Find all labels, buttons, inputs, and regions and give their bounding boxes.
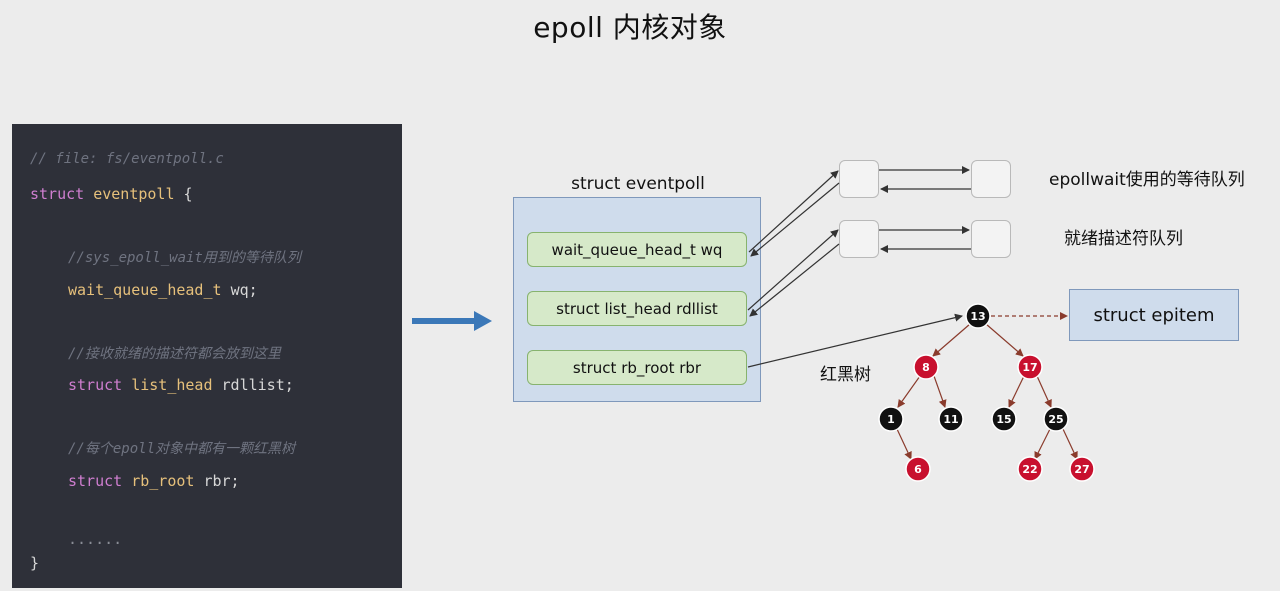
- code-open-brace: {: [183, 185, 193, 203]
- ready-list-node: [839, 220, 879, 258]
- tree-edge: [985, 323, 1024, 357]
- queue-to-wq-arrow: [750, 182, 840, 257]
- code-field-name: rbr;: [203, 472, 240, 490]
- code-panel: // file: fs/eventpoll.c struct eventpoll…: [12, 124, 402, 588]
- code-comment-rdllist: //接收就绪的描述符都会放到这里: [68, 346, 281, 362]
- code-type: list_head: [131, 376, 213, 394]
- code-file-comment: // file: fs/eventpoll.c: [30, 151, 224, 167]
- ready-list-label: 就绪描述符队列: [1064, 229, 1183, 249]
- epitem-struct-box: struct epitem: [1069, 289, 1239, 341]
- rbtree-node-6: [905, 456, 931, 482]
- rdllist-to-list-arrow: [747, 229, 839, 311]
- list-to-rdllist-arrow: [749, 243, 840, 317]
- rbtree-node-key: 22: [1022, 463, 1037, 476]
- tree-edge: [933, 375, 947, 408]
- rbtree-node-27: [1069, 456, 1095, 482]
- tree-edge: [932, 323, 971, 357]
- rbtree-label: 红黑树: [820, 365, 871, 385]
- code-ellipsis: ......: [68, 530, 123, 548]
- tree-edge: [1034, 428, 1051, 460]
- code-field-name: wq;: [230, 281, 258, 299]
- wait-queue-node: [839, 160, 879, 198]
- rbtree-node-key: 8: [922, 361, 930, 374]
- tree-edge: [897, 375, 921, 408]
- rbtree-node-8: [913, 354, 939, 380]
- rbr-to-root-arrow: [747, 313, 963, 368]
- tree-edge: [1062, 428, 1078, 460]
- code-field-name: rdllist;: [221, 376, 294, 394]
- rbtree-node-17: [1017, 354, 1043, 380]
- rbtree-node-key: 13: [970, 310, 985, 323]
- code-struct-decl: struct eventpoll {: [30, 185, 193, 203]
- code-field-rdllist: struct list_head rdllist;: [68, 376, 294, 394]
- code-field-rbr: struct rb_root rbr;: [68, 472, 240, 490]
- rbtree-node-11: [938, 406, 964, 432]
- rbtree-node-key: 1: [887, 413, 895, 426]
- code-keyword: struct: [68, 472, 123, 490]
- ready-list-node: [971, 220, 1011, 258]
- rbtree-node-key: 15: [996, 413, 1011, 426]
- tree-edge: [1008, 375, 1025, 408]
- code-struct-name: eventpoll: [93, 185, 175, 203]
- code-close-brace: }: [30, 554, 40, 572]
- rbtree-node-key: 17: [1022, 361, 1037, 374]
- wait-queue-label: epollwait使用的等待队列: [1049, 170, 1245, 190]
- rbtree-node-key: 6: [914, 463, 922, 476]
- code-keyword: struct: [30, 185, 85, 203]
- code-comment-rbr: //每个epoll对象中都有一颗红黑树: [68, 441, 296, 457]
- field-wq: wait_queue_head_t wq: [527, 232, 747, 267]
- code-type: rb_root: [131, 472, 195, 490]
- wait-queue-node: [971, 160, 1011, 198]
- tree-edge: [1036, 375, 1052, 408]
- code-comment-wq: //sys_epoll_wait用到的等待队列: [68, 250, 301, 266]
- code-keyword: struct: [68, 376, 123, 394]
- wq-to-queue-arrow: [748, 170, 839, 253]
- rbtree-node-1: [878, 406, 904, 432]
- rbtree-node-key: 27: [1074, 463, 1089, 476]
- rbtree-node-25: [1043, 406, 1069, 432]
- rbtree-node-key: 25: [1048, 413, 1063, 426]
- code-type: wait_queue_head_t: [68, 281, 222, 299]
- eventpoll-struct-label: struct eventpoll: [571, 174, 705, 194]
- field-rbr: struct rb_root rbr: [527, 350, 747, 385]
- rbtree-node-13: [965, 303, 991, 329]
- rbtree-node-22: [1017, 456, 1043, 482]
- rbtree-node-key: 11: [943, 413, 958, 426]
- rbtree-node-15: [991, 406, 1017, 432]
- tree-edge: [896, 428, 912, 460]
- field-rdllist: struct list_head rdllist: [527, 291, 747, 326]
- right-arrow-icon: [412, 311, 492, 331]
- slide-title: epoll 内核对象: [533, 11, 727, 44]
- code-field-wq: wait_queue_head_t wq;: [68, 281, 258, 299]
